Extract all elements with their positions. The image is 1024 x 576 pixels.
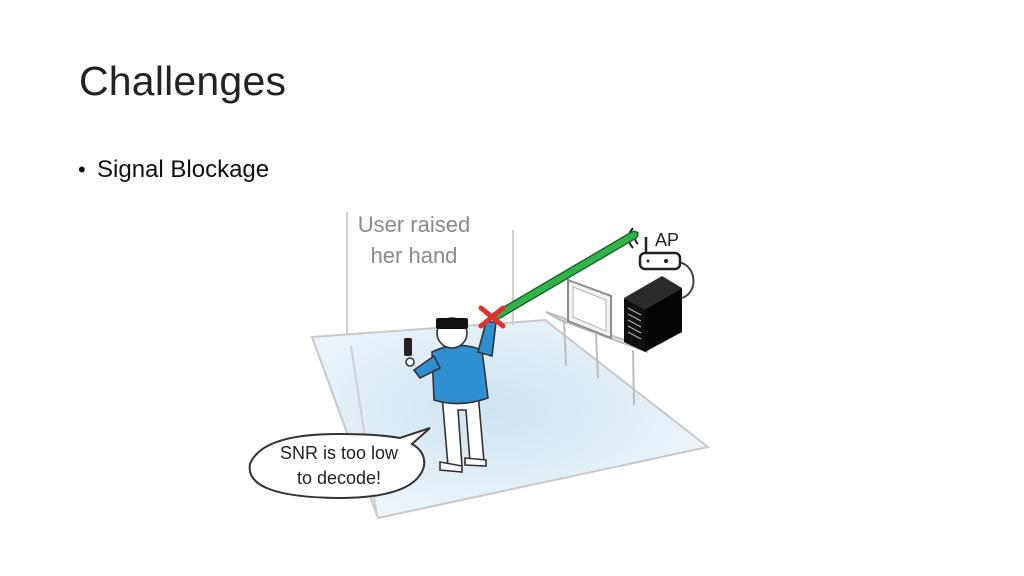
ap-cable [675, 261, 695, 299]
pc-tower-icon [624, 276, 682, 352]
signal-beam [491, 230, 639, 321]
user-figure [404, 317, 497, 473]
bullet-item: • Signal Blockage [78, 156, 269, 184]
floor-area [310, 318, 711, 520]
ap-label: AP [655, 230, 679, 250]
caption-line-2: her hand [371, 243, 458, 268]
caption-line-1: User raised [358, 212, 470, 237]
speech-line-1: SNR is too low [280, 443, 399, 463]
blocked-signal-x-icon [478, 305, 506, 329]
bullet-dot-icon: • [78, 157, 86, 182]
speech-line-2: to decode! [297, 468, 381, 488]
monitor-icon [567, 278, 612, 340]
bullet-list: • Signal Blockage [78, 156, 269, 184]
room-frame [346, 212, 514, 517]
speech-bubble [248, 427, 431, 500]
bullet-text: Signal Blockage [97, 156, 270, 183]
desk [545, 311, 649, 406]
access-point-icon [627, 227, 682, 271]
slide-title: Challenges [79, 58, 287, 104]
